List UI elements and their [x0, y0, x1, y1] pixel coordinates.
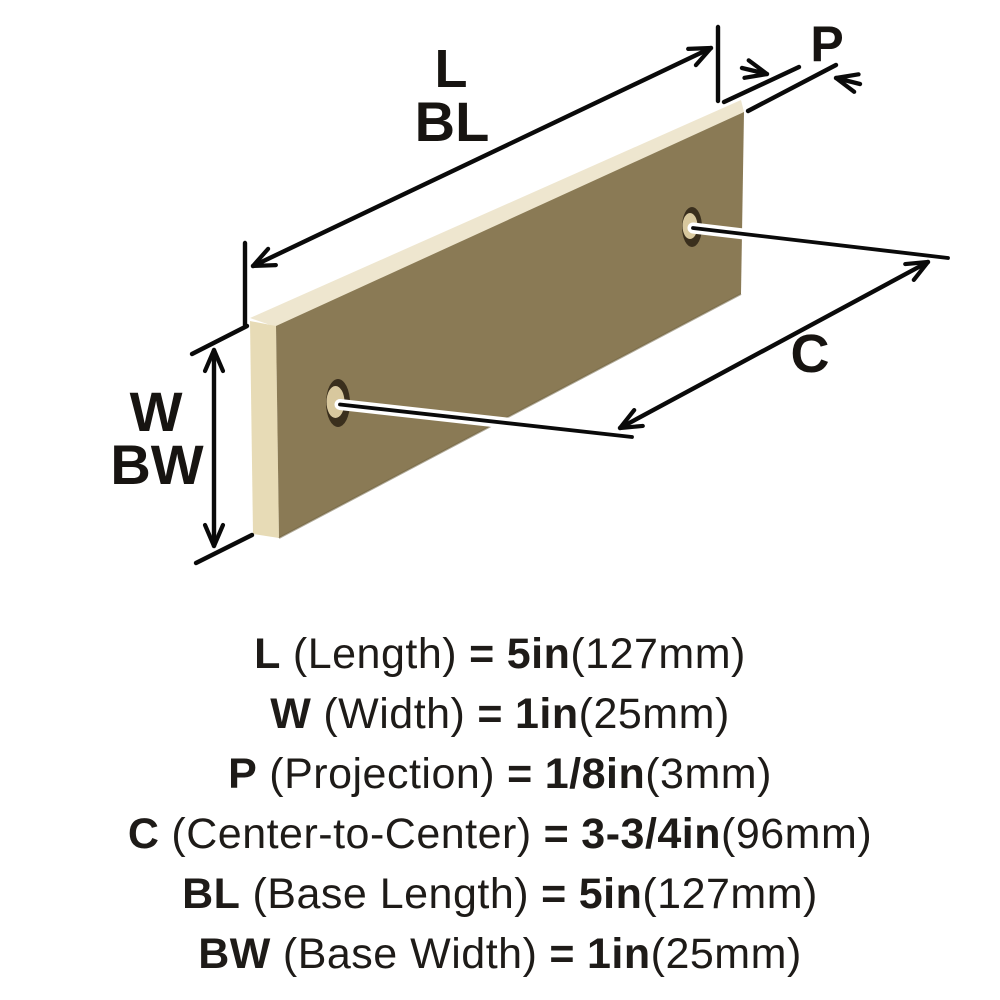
spec-metric: (3mm)	[645, 750, 772, 798]
spec-value: 1in	[587, 930, 651, 978]
spec-label: (Projection)	[269, 750, 496, 798]
spec-metric: (127mm)	[570, 630, 746, 678]
spec-equals: =	[549, 930, 576, 978]
projection-dimension	[721, 58, 863, 114]
spec-metric: (25mm)	[578, 690, 730, 738]
spec-abbr: L	[254, 630, 281, 678]
projection-arrow-right	[833, 72, 863, 94]
spec-label: (Base Length)	[252, 870, 530, 918]
spec-equals: =	[477, 690, 504, 738]
dimension-spec-list: L (Length) = 5in (127mm) W (Width) = 1in…	[0, 624, 1000, 984]
spec-value: 1in	[515, 690, 579, 738]
backplate	[250, 100, 744, 539]
base-length-label: BL	[415, 90, 490, 153]
width-label: W	[130, 380, 183, 443]
spec-value: 5in	[506, 630, 571, 678]
spec-abbr: P	[228, 750, 258, 798]
spec-label: (Center-to-Center)	[171, 810, 532, 858]
spec-abbr: C	[127, 810, 160, 858]
base-width-label: BW	[110, 433, 203, 496]
spec-row-base-width: BW (Base Width) = 1in (25mm)	[0, 924, 1000, 984]
spec-abbr: W	[270, 690, 312, 738]
spec-row-projection: P (Projection) = 1/8in (3mm)	[0, 744, 1000, 804]
spec-value: 5in	[578, 870, 643, 918]
width-extension-tick-top	[189, 323, 250, 357]
spec-value: 1/8in	[544, 750, 646, 798]
spec-row-length: L (Length) = 5in (127mm)	[0, 624, 1000, 684]
plate-front-face	[276, 112, 744, 538]
center-to-center-dimension	[617, 259, 931, 431]
spec-metric: (96mm)	[721, 810, 873, 858]
plate-side-face	[250, 321, 279, 538]
projection-tick-front	[721, 64, 802, 105]
spec-equals: =	[469, 630, 495, 678]
spec-abbr: BL	[182, 870, 241, 918]
spec-label: (Length)	[292, 630, 458, 678]
center-to-center-arrow	[617, 259, 931, 431]
length-label: L	[435, 39, 468, 99]
spec-row-base-length: BL (Base Length) = 5in (127mm)	[0, 864, 1000, 924]
spec-abbr: BW	[198, 930, 271, 978]
spec-equals: =	[543, 810, 570, 858]
length-arrow	[250, 45, 714, 269]
width-extension-tick-bottom	[193, 532, 255, 566]
spec-metric: (127mm)	[642, 870, 818, 918]
projection-tick-back	[745, 62, 839, 114]
spec-row-center-to-center: C (Center-to-Center) = 3-3/4in (96mm)	[0, 804, 1000, 864]
projection-label: P	[810, 16, 843, 72]
projection-arrow-left	[739, 58, 770, 80]
spec-label: (Base Width)	[282, 930, 538, 978]
spec-label: (Width)	[323, 690, 466, 738]
length-dimension	[242, 24, 721, 328]
width-dimension	[189, 323, 255, 566]
hole-leader-lines	[334, 222, 954, 443]
spec-equals: =	[541, 870, 567, 918]
spec-metric: (25mm)	[650, 930, 802, 978]
spec-row-width: W (Width) = 1in (25mm)	[0, 684, 1000, 744]
spec-equals: =	[507, 750, 533, 798]
spec-value: 3-3/4in	[581, 810, 722, 858]
backplate-isometric-drawing: L BL P C W BW	[110, 16, 954, 566]
center-to-center-label: C	[791, 324, 830, 384]
